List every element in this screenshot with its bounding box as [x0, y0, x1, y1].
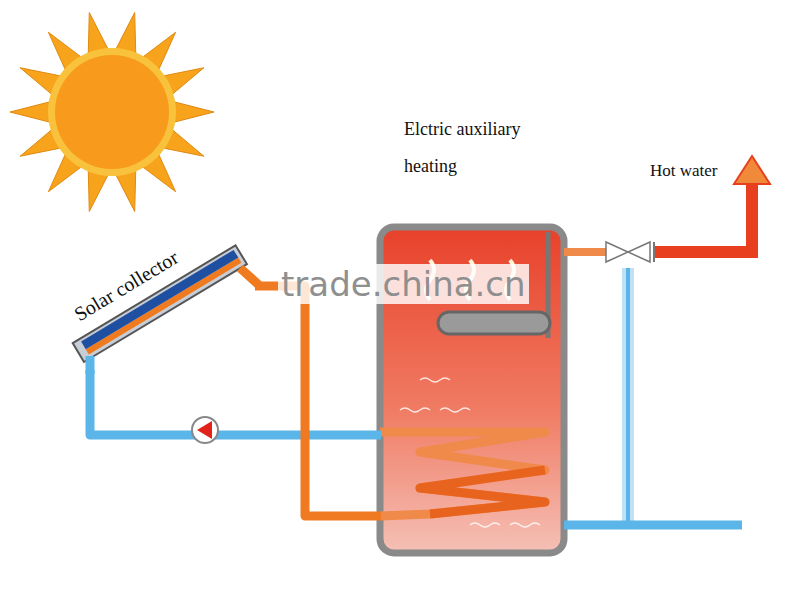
heat-exchanger-coil	[380, 432, 545, 516]
hot-water-pipe	[655, 182, 752, 252]
outlet-label: Hot water	[647, 161, 721, 181]
node-label: Elctric auxiliary heating	[404, 111, 564, 185]
check-valve	[606, 242, 654, 262]
heat-exchanger-coil	[420, 470, 545, 514]
cold-pipe	[622, 268, 634, 525]
pipe-connector	[90, 370, 381, 435]
collector-node: Solar collector	[75, 240, 255, 370]
circulation-pump	[192, 417, 218, 443]
heating-element	[438, 312, 550, 334]
cold-water-pipe	[564, 521, 742, 530]
cold-pipe	[626, 268, 630, 525]
node-label: Solar collector	[70, 246, 182, 326]
hot-water-arrow	[734, 156, 770, 184]
watermark: trade.china.cn	[278, 264, 529, 304]
hot-pipe	[564, 248, 606, 256]
pipe-connector	[255, 286, 381, 516]
pump-arrow	[197, 421, 212, 439]
sun	[10, 13, 214, 212]
